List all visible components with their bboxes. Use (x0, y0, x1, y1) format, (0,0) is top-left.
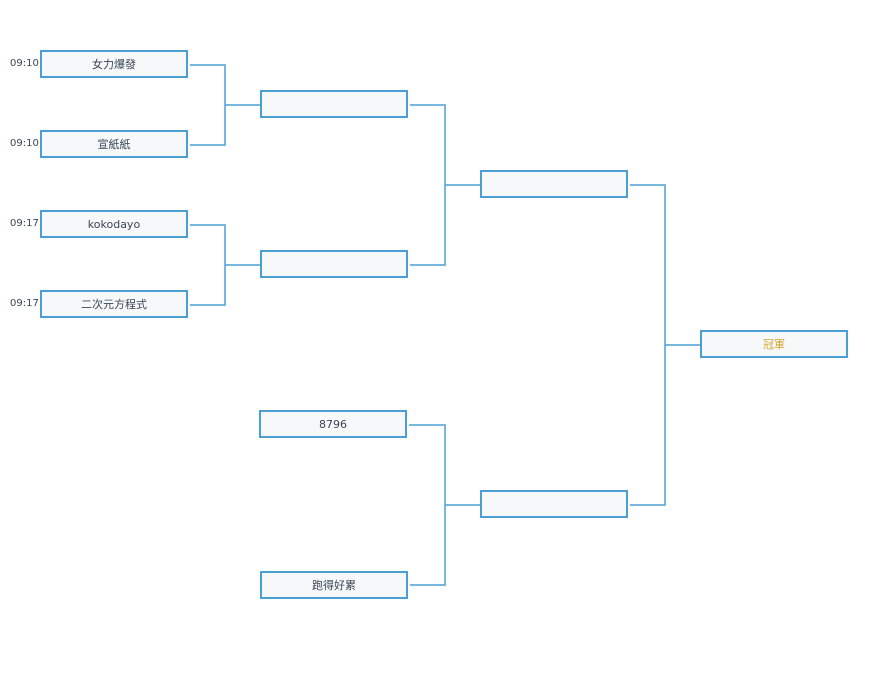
champion-slot[interactable]: 冠軍 (700, 330, 848, 358)
team-slot-round2-3[interactable]: 8796 (259, 410, 407, 438)
champion-label: 冠軍 (763, 338, 785, 351)
team-slot-round2-1[interactable] (260, 90, 408, 118)
team-slot-round2-4[interactable]: 跑得好累 (260, 571, 408, 599)
match-time-3: 09:17 (10, 218, 39, 229)
team-slot-round3-2[interactable] (480, 490, 628, 518)
team-name: 二次元方程式 (81, 298, 147, 311)
match-time-1: 09:10 (10, 58, 39, 69)
team-name: 宣紙紙 (97, 138, 131, 151)
team-slot-round1-3[interactable]: kokodayo (40, 210, 188, 238)
team-name: 8796 (319, 417, 347, 431)
connector-r2-lower (409, 424, 480, 586)
team-slot-round1-2[interactable]: 宣紙紙 (40, 130, 188, 158)
connector-r1-lower (190, 224, 260, 306)
match-time-2: 09:10 (10, 138, 39, 149)
team-slot-round3-1[interactable] (480, 170, 628, 198)
connector-r2-upper (410, 104, 480, 266)
team-name: 女力爆發 (92, 58, 136, 71)
connector-r1-upper (190, 64, 260, 146)
match-time-4: 09:17 (10, 298, 39, 309)
connector-r3 (630, 184, 700, 506)
team-name: 跑得好累 (312, 579, 356, 592)
team-slot-round2-2[interactable] (260, 250, 408, 278)
team-slot-round1-1[interactable]: 女力爆發 (40, 50, 188, 78)
team-name: kokodayo (87, 217, 141, 231)
team-slot-round1-4[interactable]: 二次元方程式 (40, 290, 188, 318)
